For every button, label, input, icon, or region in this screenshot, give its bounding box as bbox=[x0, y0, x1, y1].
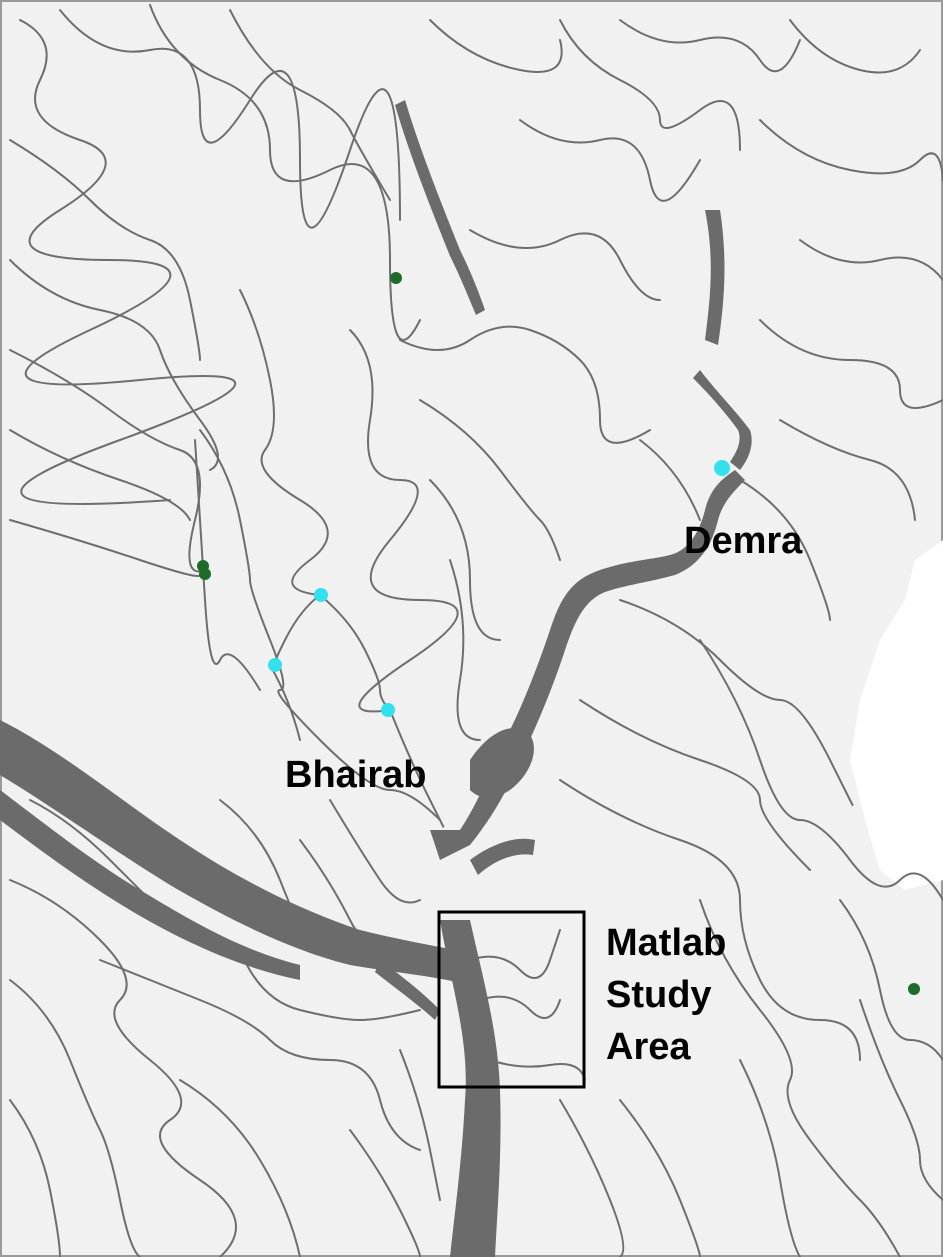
study-area-box[interactable] bbox=[437, 910, 586, 1089]
minor-rivers bbox=[9, 4, 943, 1257]
station-green-east[interactable] bbox=[908, 983, 920, 995]
label-matlab-line-1: Matlab bbox=[606, 922, 727, 964]
label-bhairab: Bhairab bbox=[285, 754, 427, 796]
outside-region-east bbox=[850, 540, 943, 890]
station-cyan-2[interactable] bbox=[268, 658, 282, 672]
station-cyan-demra[interactable] bbox=[714, 460, 730, 476]
label-matlab-line-2: Study bbox=[606, 974, 712, 1016]
stations bbox=[197, 272, 920, 995]
station-cyan-3[interactable] bbox=[381, 703, 395, 717]
label-matlab-line-3: Area bbox=[606, 1026, 691, 1068]
station-green-west-2[interactable] bbox=[199, 568, 211, 580]
label-matlab-study-area: Matlab Study Area bbox=[606, 917, 726, 1073]
label-demra: Demra bbox=[684, 520, 803, 562]
station-cyan-1[interactable] bbox=[314, 588, 328, 602]
major-rivers bbox=[0, 100, 752, 1257]
station-green-north[interactable] bbox=[390, 272, 402, 284]
